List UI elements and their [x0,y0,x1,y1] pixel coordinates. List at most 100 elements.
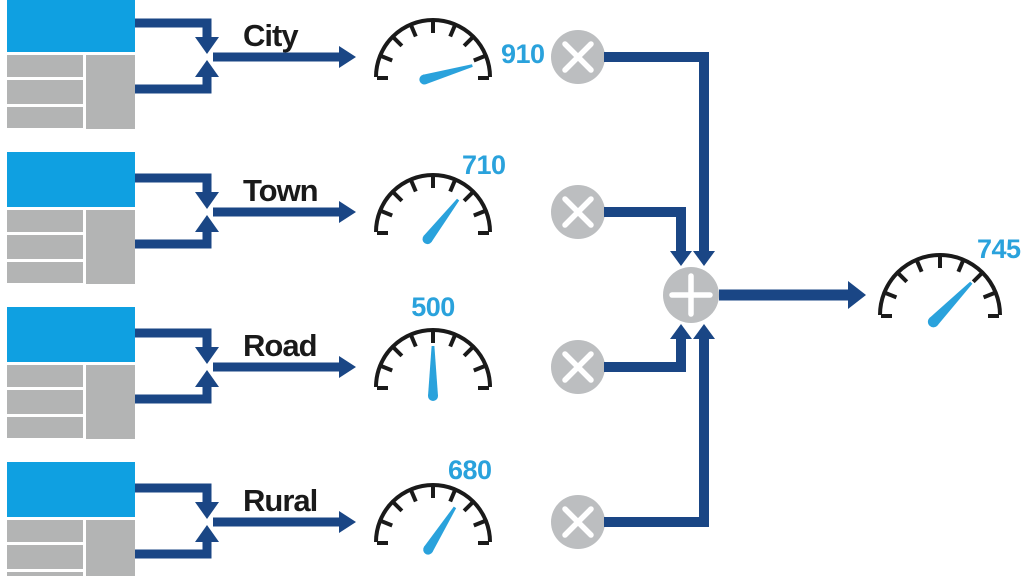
source-card [7,152,135,284]
gauge-tick [462,190,475,203]
card-bottom-connector [135,232,212,249]
gauge-arc [878,253,1002,316]
card-cell [7,80,83,104]
arrow-up-icon [693,324,715,339]
gauge-needle [419,64,473,85]
gauge-tick [448,24,457,38]
weighted-signal-connector [604,52,709,251]
source-card [7,307,135,439]
multiply-icon [551,495,605,549]
gauge-tick [462,35,475,48]
card-cell [7,210,83,232]
card-cell [7,365,83,387]
gauge-tick [448,489,457,503]
card-header-block [7,152,135,207]
gauge-tick [448,179,457,193]
gauge-tick [409,179,418,193]
sum-node: 745 [663,234,1022,328]
gauge-value: 745 [977,234,1021,264]
card-top-connector [135,328,212,347]
gauge-tick [462,345,475,358]
arrow-right-icon [339,511,356,533]
card-top-connector [135,483,212,502]
arrow-up-icon [195,525,219,542]
arrow-up-icon [670,324,692,339]
card-top-connector [135,18,212,37]
card-cell [7,417,83,438]
card-cell [86,520,135,576]
gauge-needle [422,198,460,245]
arrow-right-icon [339,356,356,378]
arrow-down-icon [195,502,219,519]
card-bottom-connector [135,387,212,404]
gauge-tick [982,291,996,300]
gauge-value: 710 [462,150,506,180]
card-cell [7,520,83,542]
gauge-tick [473,519,486,528]
weighted-signal-connector [604,207,686,251]
arrow-down-icon [195,37,219,54]
weighted-signal-connector [604,339,686,372]
gauge-tick [473,364,486,373]
card-cell [7,235,83,259]
source-card [7,462,135,576]
gauge-tick [391,35,404,48]
gauge-tick [380,209,393,218]
gauge-needle [927,281,973,328]
gauge-tick [391,500,404,513]
gauge-tick [380,364,393,373]
source-row-town: Town 710 [7,150,692,284]
gauge-tick [915,259,924,273]
gauge-needle [423,506,457,555]
gauge-needle [428,346,438,401]
card-bottom-connector [135,542,212,559]
plus-icon [663,267,719,323]
source-card [7,0,135,129]
gauge-arc [374,18,492,78]
gauge-tick [971,271,984,284]
row-label: Rural [243,483,317,518]
gauge-tick [409,489,418,503]
gauge-tick [473,54,486,63]
gauge [374,173,492,245]
arrow-up-icon [195,215,219,232]
multiply-icon [551,185,605,239]
gauge-tick [956,259,965,273]
gauge [878,253,1002,328]
gauge-tick [884,291,898,300]
row-label: Town [243,173,318,208]
weighted-signal-connector [604,339,709,527]
gauge-value: 680 [448,455,492,485]
card-top-connector [135,173,212,192]
source-row-road: Road 500 [7,292,692,439]
card-cell [86,210,135,284]
multiply-icon [551,340,605,394]
arrow-up-icon [195,60,219,77]
card-cell [86,55,135,129]
gauge-value: 500 [411,292,455,322]
card-cell [7,107,83,128]
card-cell [7,55,83,77]
arrow-right-icon [339,201,356,223]
multiply-icon [551,30,605,84]
gauge-arc [374,173,492,233]
arrow-down-icon [195,347,219,364]
gauge [374,328,492,401]
source-row-rural: Rural 680 [7,324,715,576]
card-cell [7,390,83,414]
arrow-up-icon [195,370,219,387]
gauge-tick [896,271,909,284]
arrow-down-icon [670,251,692,266]
card-cell [7,262,83,283]
gauge-tick [409,334,418,348]
gauge [374,18,492,85]
gauge-value: 910 [501,39,545,69]
gauge-tick [462,500,475,513]
gauge-tick [380,519,393,528]
card-header-block [7,0,135,52]
gauge-arc [374,328,492,388]
card-cell [7,545,83,569]
gauge-tick [380,54,393,63]
